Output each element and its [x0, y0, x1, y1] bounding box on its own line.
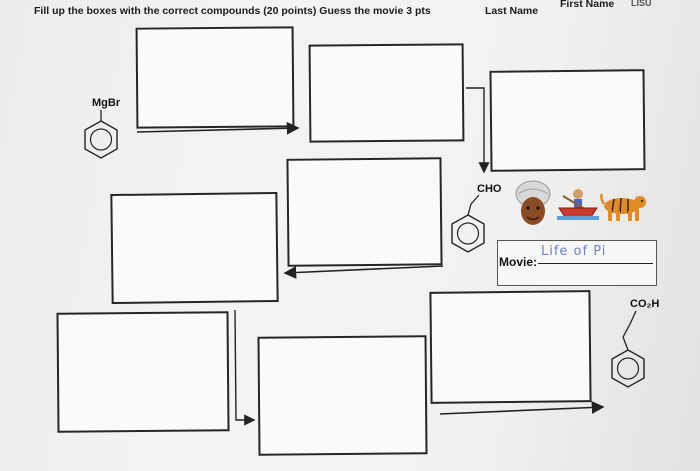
- phenylmagnesium-bromide-structure: MgBr: [84, 97, 121, 159]
- first-name-label: First Name: [560, 0, 615, 10]
- arrow-2: [466, 87, 490, 174]
- phenylacetaldehyde-structure: CHO: [451, 183, 502, 253]
- cut-label: LISU: [631, 0, 652, 8]
- mgbr-label: MgBr: [92, 97, 121, 109]
- acid-structure: CO₂H: [611, 298, 659, 388]
- movie-answer-handwritten[interactable]: Life of Pi: [541, 244, 607, 259]
- header: Fill up the boxes with the correct compo…: [34, 0, 700, 22]
- instruction-text: Fill up the boxes with the correct compo…: [34, 5, 431, 17]
- movie-answer-line: [538, 263, 653, 264]
- person-turban-emoji: [515, 180, 551, 225]
- rowboat-emoji: [557, 189, 599, 220]
- last-name-label: Last Name: [485, 5, 539, 17]
- arrow-3: [283, 265, 444, 279]
- tiger-emoji: [600, 193, 646, 221]
- movie-label: Movie:: [499, 255, 538, 269]
- arrow-5: [439, 401, 605, 415]
- arrow-1: [136, 121, 300, 135]
- cho-label: CHO: [477, 183, 502, 195]
- arrow-4: [234, 309, 256, 426]
- co2h-label: CO₂H: [630, 298, 659, 310]
